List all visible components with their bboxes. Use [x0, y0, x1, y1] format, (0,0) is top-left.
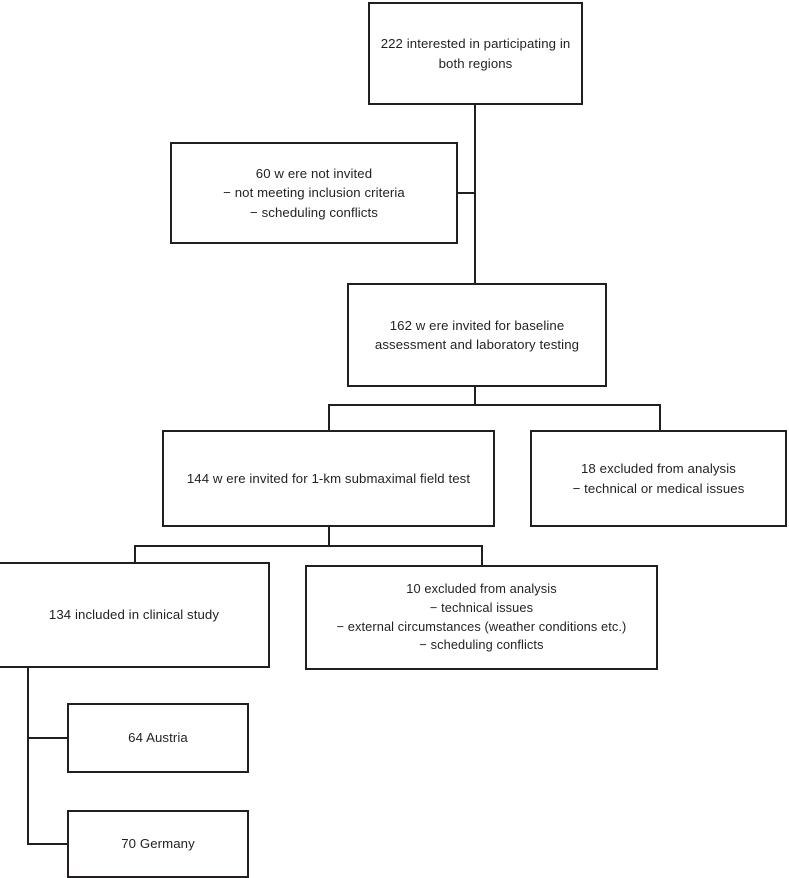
node-austria-label: 64 Austria [128, 730, 188, 746]
node-excluded-18-label: 18 excluded from analysis − technical or… [572, 461, 745, 496]
connector-to-field-test [328, 404, 330, 432]
connector-to-included-134 [134, 545, 136, 564]
connector-field-test-split-bar [134, 545, 483, 547]
node-germany-label: 70 Germany [121, 836, 195, 852]
node-not-invited: 60 w ere not invited − not meeting inclu… [170, 142, 458, 244]
node-field-test-label: 144 w ere invited for 1-km submaximal fi… [186, 470, 471, 486]
connector-baseline-drop [474, 387, 476, 405]
node-not-invited-label: 60 w ere not invited − not meeting inclu… [223, 166, 405, 220]
node-excluded-10: 10 excluded from analysis − technical is… [305, 565, 658, 670]
connector-interested-to-baseline [474, 105, 476, 283]
connector-to-excluded-18 [659, 404, 661, 432]
node-austria: 64 Austria [67, 703, 249, 773]
node-excluded-18: 18 excluded from analysis − technical or… [530, 430, 787, 527]
node-interested-label: 222 interested in participating in both … [380, 36, 571, 71]
node-baseline-assessment-label: 162 w ere invited for baseline assessmen… [374, 317, 580, 352]
node-excluded-10-label: 10 excluded from analysis − technical is… [336, 581, 627, 653]
connector-to-germany [27, 843, 69, 845]
connector-region-spine [27, 668, 29, 845]
node-included-134-label: 134 included in clinical study [48, 607, 220, 623]
node-baseline-assessment: 162 w ere invited for baseline assessmen… [347, 283, 607, 387]
node-included-134: 134 included in clinical study [0, 562, 270, 668]
connector-baseline-split-bar [328, 404, 661, 406]
connector-field-test-drop [328, 527, 330, 546]
node-field-test: 144 w ere invited for 1-km submaximal fi… [162, 430, 495, 527]
connector-to-excluded-10 [481, 545, 483, 567]
connector-to-austria [27, 737, 69, 739]
connector-to-not-invited [458, 192, 475, 194]
node-germany: 70 Germany [67, 810, 249, 878]
node-interested: 222 interested in participating in both … [368, 2, 583, 105]
